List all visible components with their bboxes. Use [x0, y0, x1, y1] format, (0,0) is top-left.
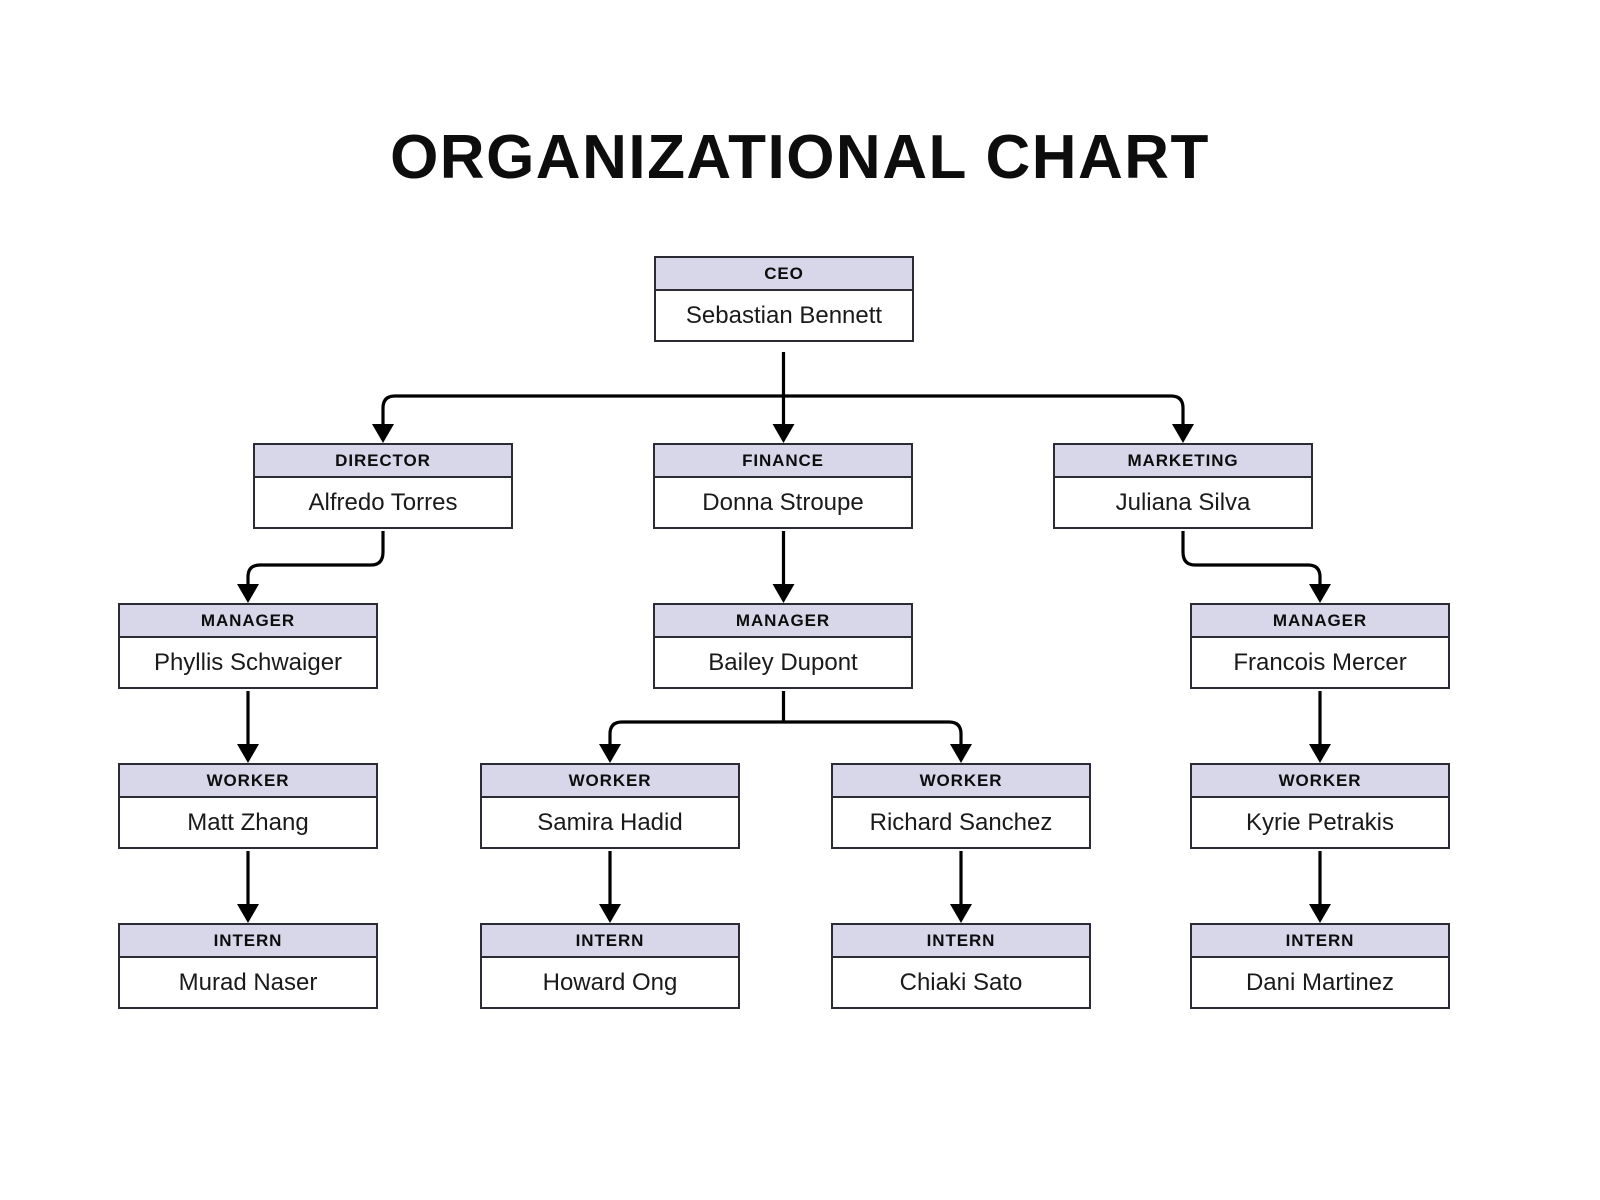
node-role-label: FINANCE [655, 445, 911, 478]
node-person-name: Sebastian Bennett [656, 291, 912, 340]
node-person-name: Matt Zhang [120, 798, 376, 847]
arrowhead-intern3 [950, 904, 972, 923]
node-worker-samira-hadid[interactable]: WORKER Samira Hadid [480, 763, 740, 849]
node-person-name: Donna Stroupe [655, 478, 911, 527]
node-finance[interactable]: FINANCE Donna Stroupe [653, 443, 913, 529]
node-role-label: WORKER [1192, 765, 1448, 798]
node-person-name: Dani Martinez [1192, 958, 1448, 1007]
node-manager-phyllis-schwaiger[interactable]: MANAGER Phyllis Schwaiger [118, 603, 378, 689]
node-role-label: DIRECTOR [255, 445, 511, 478]
arrowhead-worker2 [599, 744, 621, 763]
edge-bus-left-corner [381, 394, 396, 427]
node-intern-howard-ong[interactable]: INTERN Howard Ong [480, 923, 740, 1009]
node-person-name: Juliana Silva [1055, 478, 1311, 527]
edge-manager2-bus-left-corner [608, 720, 623, 747]
arrowhead-worker1 [237, 744, 259, 763]
edge-bus-right-corner [1170, 394, 1185, 427]
node-role-label: WORKER [482, 765, 738, 798]
node-role-label: INTERN [1192, 925, 1448, 958]
arrowhead-marketing [1172, 424, 1194, 443]
node-person-name: Samira Hadid [482, 798, 738, 847]
node-role-label: MANAGER [655, 605, 911, 638]
node-person-name: Kyrie Petrakis [1192, 798, 1448, 847]
node-person-name: Phyllis Schwaiger [120, 638, 376, 687]
node-ceo[interactable]: CEO Sebastian Bennett [654, 256, 914, 342]
node-person-name: Richard Sanchez [833, 798, 1089, 847]
node-intern-chiaki-sato[interactable]: INTERN Chiaki Sato [831, 923, 1091, 1009]
node-role-label: INTERN [120, 925, 376, 958]
node-role-label: MANAGER [120, 605, 376, 638]
arrowhead-intern1 [237, 904, 259, 923]
arrowhead-intern4 [1309, 904, 1331, 923]
arrowhead-director [372, 424, 394, 443]
node-worker-matt-zhang[interactable]: WORKER Matt Zhang [118, 763, 378, 849]
node-person-name: Francois Mercer [1192, 638, 1448, 687]
edge-director-manager1 [246, 531, 385, 587]
node-role-label: WORKER [120, 765, 376, 798]
node-role-label: WORKER [833, 765, 1089, 798]
page-title: ORGANIZATIONAL CHART [390, 123, 1210, 192]
arrowhead-intern2 [599, 904, 621, 923]
node-marketing[interactable]: MARKETING Juliana Silva [1053, 443, 1313, 529]
node-manager-bailey-dupont[interactable]: MANAGER Bailey Dupont [653, 603, 913, 689]
arrowhead-worker3 [950, 744, 972, 763]
node-director[interactable]: DIRECTOR Alfredo Torres [253, 443, 513, 529]
node-intern-dani-martinez[interactable]: INTERN Dani Martinez [1190, 923, 1450, 1009]
arrowhead-manager1 [237, 584, 259, 603]
node-role-label: MARKETING [1055, 445, 1311, 478]
edge-manager2-bus-right-corner [948, 720, 963, 747]
edge-marketing-manager3 [1181, 531, 1322, 587]
node-role-label: MANAGER [1192, 605, 1448, 638]
node-person-name: Howard Ong [482, 958, 738, 1007]
arrowhead-manager2 [772, 584, 795, 603]
node-role-label: INTERN [833, 925, 1089, 958]
node-person-name: Alfredo Torres [255, 478, 511, 527]
node-person-name: Murad Naser [120, 958, 376, 1007]
node-intern-murad-naser[interactable]: INTERN Murad Naser [118, 923, 378, 1009]
node-worker-richard-sanchez[interactable]: WORKER Richard Sanchez [831, 763, 1091, 849]
node-manager-francois-mercer[interactable]: MANAGER Francois Mercer [1190, 603, 1450, 689]
arrowhead-manager3 [1309, 584, 1331, 603]
node-worker-kyrie-petrakis[interactable]: WORKER Kyrie Petrakis [1190, 763, 1450, 849]
arrowhead-finance [772, 424, 795, 443]
node-role-label: CEO [656, 258, 912, 291]
node-person-name: Chiaki Sato [833, 958, 1089, 1007]
node-person-name: Bailey Dupont [655, 638, 911, 687]
arrowhead-worker4 [1309, 744, 1331, 763]
node-role-label: INTERN [482, 925, 738, 958]
